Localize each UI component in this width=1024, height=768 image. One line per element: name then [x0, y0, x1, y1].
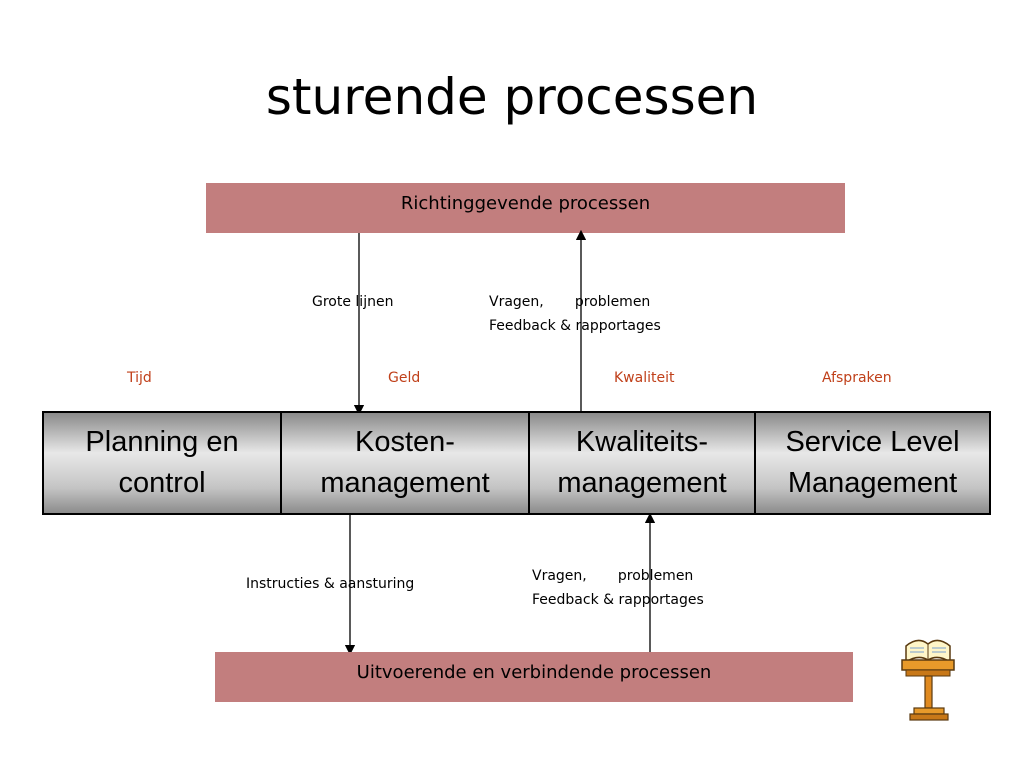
label-lower-feedback: Feedback & rapportages [532, 592, 704, 608]
process-kostenmanagement: Kosten- management [282, 413, 530, 513]
category-geld: Geld [388, 370, 421, 386]
lectern-book-icon [901, 639, 955, 721]
label-upper-feedback: Feedback & rapportages [489, 318, 661, 334]
directing-processes-bar: Richtinggevende processen [206, 183, 845, 233]
process-service-level-management: Service Level Management [756, 413, 989, 513]
label-lower-questions: Vragen, problemen [532, 568, 694, 584]
category-kwaliteit: Kwaliteit [614, 370, 675, 386]
slide-title: sturende processen [265, 68, 759, 126]
category-afspraken: Afspraken [822, 370, 892, 386]
label-grote-lijnen: Grote lijnen [312, 294, 394, 310]
label-instructies: Instructies & aansturing [246, 576, 415, 592]
process-planning-control: Planning en control [44, 413, 282, 513]
process-table: Planning en control Kosten- management K… [42, 411, 991, 515]
category-tijd: Tijd [127, 370, 152, 386]
executing-processes-bar: Uitvoerende en verbindende processen [215, 652, 853, 702]
label-upper-questions: Vragen, problemen [489, 294, 651, 310]
process-kwaliteitsmanagement: Kwaliteits- management [530, 413, 756, 513]
